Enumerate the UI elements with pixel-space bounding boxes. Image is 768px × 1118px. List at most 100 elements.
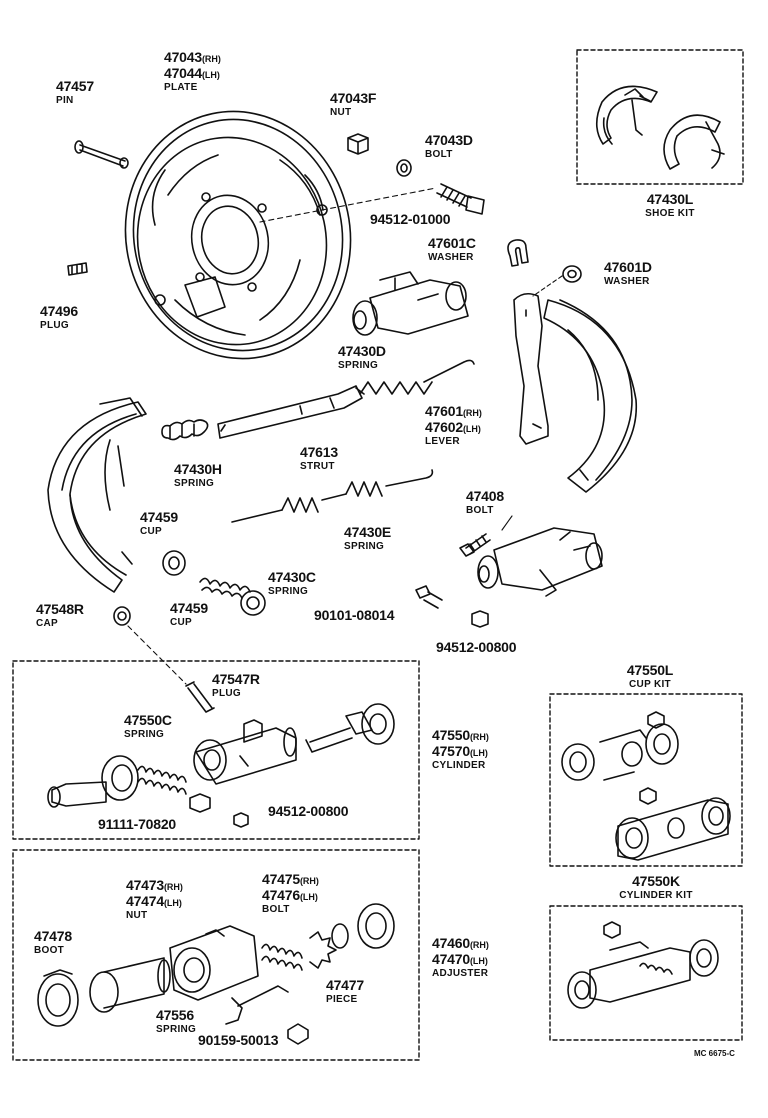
part-number: 47478 — [34, 928, 72, 944]
part-number: 47550C — [124, 712, 172, 728]
part-number: 47550L — [626, 662, 674, 678]
suffix-lh: (LH) — [201, 70, 220, 80]
cylinder-kit-drawing — [567, 921, 719, 1009]
bolt-d-drawing — [436, 183, 485, 215]
part-number: 47043F — [330, 90, 377, 106]
washer-c-drawing — [507, 239, 529, 267]
label-spring-556: 47556 SPRING — [156, 1008, 196, 1035]
cup-kit-drawing — [561, 711, 731, 861]
suffix-lh: (LH) — [469, 956, 488, 966]
washer-d-drawing — [562, 265, 582, 283]
part-number: 47548R — [36, 601, 84, 617]
label-piece: 47477 PIECE — [326, 978, 364, 1005]
part-name: SHOE KIT — [645, 208, 695, 219]
part-name: SPRING — [338, 360, 379, 371]
part-name: BOOT — [34, 945, 65, 956]
part-number-rh: 47601 — [425, 403, 463, 419]
part-number-rh: 47043 — [164, 49, 202, 65]
lower-wheel-cylinder-drawing — [477, 527, 603, 597]
label-washer-c: 47601C WASHER — [428, 236, 476, 263]
part-number: 47477 — [326, 977, 364, 993]
spring-c-drawing — [199, 577, 251, 599]
part-name: CUP KIT — [629, 679, 671, 690]
plug-r-drawing — [185, 681, 215, 713]
right-shoe-drawing — [543, 299, 638, 493]
cap-drawing — [113, 606, 131, 626]
part-name: CUP — [140, 526, 163, 537]
part-number: 47457 — [56, 78, 94, 94]
suffix-lh: (LH) — [469, 748, 488, 758]
label-bolt-d: 47043D BOLT — [425, 133, 473, 160]
part-name: BOLT — [262, 904, 290, 915]
part-number: 47556 — [156, 1007, 194, 1023]
part-number: 47547R — [212, 671, 260, 687]
label-pin: 47457 PIN — [56, 79, 94, 106]
lever-drawing — [513, 292, 549, 445]
part-name: SPRING — [174, 478, 215, 489]
kit-boxes — [12, 49, 744, 1061]
part-number: 47459 — [140, 509, 178, 525]
cylinder-assembly-drawing — [47, 703, 395, 808]
part-name: SPRING — [268, 586, 309, 597]
suffix-rh: (RH) — [299, 876, 319, 886]
label-screw: 90159-50013 — [198, 1033, 279, 1049]
label-spring-h: 47430H SPRING — [174, 462, 222, 489]
part-name: WASHER — [604, 276, 650, 287]
label-nut-945b: 94512-00800 — [268, 804, 349, 820]
suffix-lh: (LH) — [299, 892, 318, 902]
part-number: 47550K — [632, 873, 680, 889]
part-number-rh: 47550 — [432, 727, 470, 743]
adjuster-assembly-drawing — [37, 903, 395, 1027]
plug-drawing — [67, 262, 88, 276]
part-name: SPRING — [156, 1024, 197, 1035]
cylinder-group-box — [12, 660, 420, 840]
part-number: 47613 — [300, 444, 338, 460]
label-plate: 47043(RH) 47044(LH) PLATE — [164, 50, 221, 93]
label-plug-r: 47547R PLUG — [212, 672, 260, 699]
cylinder-kit-box — [549, 905, 743, 1041]
part-number-rh: 47475 — [262, 871, 300, 887]
label-nut-945: 94512-00800 — [436, 639, 517, 656]
label-spring-d: 47430D SPRING — [338, 344, 386, 371]
cap-leader — [127, 625, 187, 685]
part-name: PLATE — [164, 82, 198, 93]
part-number-rh: 47460 — [432, 935, 470, 951]
part-number: 47408 — [466, 488, 504, 504]
washer-bolt-drawing — [396, 159, 412, 177]
bolt-90101-drawing — [415, 585, 443, 609]
part-name: STRUT — [300, 461, 335, 472]
part-number: 47430H — [174, 461, 222, 477]
part-number: 47430E — [344, 524, 392, 540]
strut-drawing — [217, 385, 363, 439]
part-number: 94512-00800 — [436, 639, 517, 655]
shoe-kit-drawing — [595, 85, 725, 170]
part-number: 94512-01000 — [370, 211, 451, 227]
suffix-rh: (RH) — [201, 54, 221, 64]
part-number: 90101-08014 — [314, 607, 395, 623]
part-name: PIN — [56, 95, 74, 106]
label-bleeder: 91111-70820 — [98, 817, 176, 833]
label-strut: 47613 STRUT — [300, 445, 338, 472]
label-plug: 47496 PLUG — [40, 304, 78, 331]
part-name: NUT — [126, 910, 148, 921]
footer-code: MC 6675-C — [694, 1049, 735, 1058]
bleeder-drawing — [189, 793, 211, 813]
label-cap: 47548R CAP — [36, 602, 84, 629]
adjuster-group-box — [12, 849, 420, 1061]
part-name: BOLT — [425, 149, 453, 160]
part-number: 47459 — [170, 600, 208, 616]
label-spring-550c: 47550C SPRING — [124, 713, 172, 740]
backing-plate-drawing — [124, 110, 352, 360]
part-number-lh: 47474 — [126, 893, 164, 909]
part-number: 91111-70820 — [98, 816, 177, 832]
label-cup-1: 47459 CUP — [140, 510, 178, 537]
part-number-lh: 47602 — [425, 419, 463, 435]
part-number: 47430D — [338, 343, 386, 359]
suffix-rh: (RH) — [469, 732, 489, 742]
cup-1-drawing — [162, 550, 186, 576]
bolt-408-leader — [501, 515, 513, 531]
label-bolt-90101: 90101-08014 — [314, 607, 395, 624]
cup-2-drawing — [240, 590, 266, 616]
part-name: PLUG — [212, 688, 241, 699]
